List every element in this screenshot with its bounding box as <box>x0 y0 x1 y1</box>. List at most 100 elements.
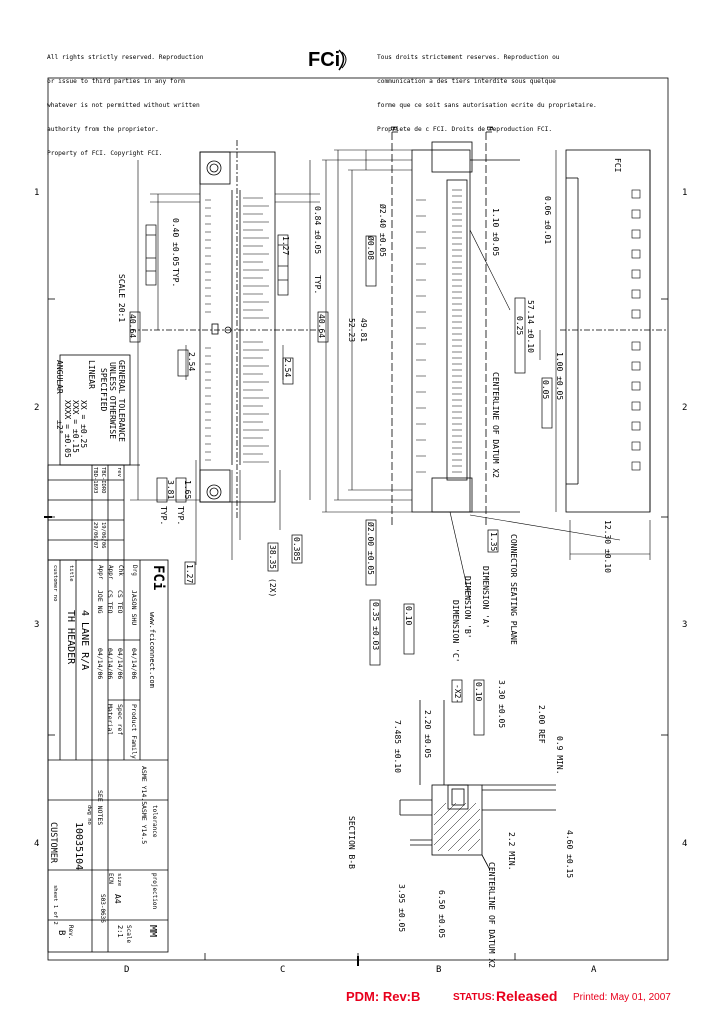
dim-460: 4.60 ±0.15 <box>565 830 574 879</box>
dimension-a: DIMENSION 'A' <box>481 566 490 629</box>
tb-chk-lbl: Chk <box>117 565 124 576</box>
dim-008-a: Ø0.08 <box>366 236 375 261</box>
dim-22: 2.2 MIN. <box>507 832 516 871</box>
dim-025: 0.25 <box>515 316 524 336</box>
dim-typ-1: TYP. <box>171 268 180 288</box>
dim-040: 0.40 ±0.05 <box>171 218 180 267</box>
dim-035: 0.35 ±0.03 <box>371 602 380 651</box>
tb-logo: FCi <box>150 565 166 591</box>
zone-bottom-b: B <box>436 965 441 975</box>
title-block <box>47 354 169 953</box>
dim-010-b: 0.10 <box>474 682 483 702</box>
dim-254-b: 2.54 <box>283 358 292 378</box>
section-bb-label: SECTION B-B <box>347 816 356 869</box>
dim-200ref: 2.00 REF <box>537 705 546 744</box>
rev-row-b: TBD-1893 <box>92 467 98 494</box>
tolerance-title-1: GENERAL TOLERANCE <box>117 360 126 442</box>
dim-2200: Ø2.00 ±0.05 <box>366 522 375 575</box>
dim-135: 1.35 <box>489 532 498 552</box>
dim-165: 1.65 <box>183 480 192 500</box>
tolerance-angular: ANGULAR <box>55 360 64 394</box>
side-fci-label: FCI <box>613 158 622 173</box>
legal-line: communication a des tiers interdite sous… <box>377 78 556 85</box>
tb-drawn: JASON SHU <box>130 590 138 626</box>
front-view-pins <box>130 160 320 565</box>
zone-bottom-a: A <box>591 965 597 975</box>
centerline-2: CENTERLINE OF DATUM X2 <box>487 862 496 968</box>
dim-typ-4: TYP. <box>176 506 185 526</box>
legal-notice-fr: Tous droits strictement reserves. Reprod… <box>377 38 597 142</box>
tb-asme: ASME Y14.5 <box>140 766 148 806</box>
dim-650: 6.50 ±0.05 <box>437 890 446 939</box>
dim-395: 3.95 ±0.05 <box>397 884 406 933</box>
side-view-contacts <box>322 149 621 601</box>
zone-bottom-d: D <box>124 965 129 975</box>
side-view <box>391 131 520 525</box>
dim-4064-a: 40.64 <box>128 314 137 339</box>
tb-product-family: Product Family <box>130 704 138 759</box>
dim-d006: 0.06 ±0.01 <box>543 196 552 245</box>
zone-bottom-c: C <box>280 965 285 975</box>
tolerance-title-3: SPECIFIED <box>99 368 108 412</box>
tb-drawn-lbl: Drg <box>131 565 138 576</box>
dim-110: 1.10 ±0.05 <box>491 208 500 257</box>
datum-x2: -X2- <box>453 684 462 704</box>
tb-website: www.fciconnect.com <box>148 612 156 688</box>
status-label: STATUS: <box>453 992 495 1003</box>
tb-units: MM <box>147 925 158 938</box>
legal-line: Tous droits strictement reserves. Reprod… <box>377 54 560 61</box>
tolerance-l2: XXX = ±0.15 <box>71 400 80 453</box>
zone-right-3: 3 <box>682 620 687 630</box>
pdm-revision: PDM: Rev:B <box>346 989 421 1004</box>
tb-size-lbl: size <box>116 873 122 887</box>
tb-drawn-date: 04/14/06 <box>130 648 138 680</box>
front-view <box>130 140 320 520</box>
zone-right-2: 2 <box>682 403 687 413</box>
tolerance-l1: XX = ±0.25 <box>79 400 88 449</box>
dimension-c: DIMENSION 'C' <box>451 600 460 663</box>
top-view-slots <box>539 150 651 560</box>
tb-material: Material <box>106 704 114 736</box>
section-hatch <box>433 802 481 852</box>
tb-rev: B <box>56 930 66 936</box>
tb-appr2: JOE NG <box>96 590 104 614</box>
logo-text: FCi <box>308 49 340 71</box>
tb-rev-lbl: Rev. <box>67 925 74 940</box>
legal-line: All rights strictly reserved. Reproducti… <box>47 54 204 61</box>
dim-typ-3: TYP. <box>159 506 168 526</box>
tb-chk-date: 04/14/06 <box>116 648 124 680</box>
dim-127-b: 1.27 <box>185 564 194 584</box>
dim-010-a: 0.10 <box>404 606 413 626</box>
tb-sheet: sheet 1 of 2 <box>52 885 58 925</box>
tb-projection: projection <box>151 873 158 910</box>
zone-left-4: 4 <box>34 839 39 849</box>
centerline-1: CENTERLINE OF DATUM X2 <box>491 372 500 478</box>
dim-240: Ø2.40 ±0.05 <box>378 204 387 257</box>
dim-5714: 57.14 ±0.10 <box>526 300 535 353</box>
tb-appr2-date: 04/14/06 <box>96 648 104 680</box>
tolerance-title-2: UNLESS OTHERWISE <box>108 362 117 440</box>
tb-size: A4 <box>113 894 122 904</box>
section-arrow-b-2: B <box>485 126 494 131</box>
dim-4064-b: 40.64 <box>317 314 326 339</box>
tb-customer-lbl: customer no <box>52 565 58 602</box>
rev-row-b-date: 29/06/07 <box>92 522 98 549</box>
legal-line: Property of FCI. Copyright FCI. <box>47 150 163 157</box>
dim-127-a: 1.27 <box>281 236 290 256</box>
dim-381: 3.81 <box>166 480 175 500</box>
rev-header: rev <box>116 467 122 477</box>
tb-chk: CS TEO <box>116 590 124 614</box>
tb-appr: CS TEO <box>106 590 114 614</box>
tb-appr-date: 04/14/06 <box>106 648 114 680</box>
legal-notice-en: All rights strictly reserved. Reproducti… <box>47 38 203 166</box>
dim-330: 3.30 ±0.05 <box>497 680 506 729</box>
dim-7485: 7.485 ±0.10 <box>393 720 402 773</box>
tb-customer: CUSTOMER <box>48 822 58 863</box>
dim-0385: 0.385 <box>292 537 301 562</box>
dim-3835: 38.35 <box>268 545 277 570</box>
printed-date: Printed: May 01, 2007 <box>573 992 671 1003</box>
rev-row-a: TBC-IDRO <box>100 467 106 494</box>
legal-line: forme que ce soit sans autorisation ecri… <box>377 102 597 109</box>
tb-title-1: 4 LANE R/A <box>79 610 90 671</box>
zone-left-2: 2 <box>34 403 39 413</box>
